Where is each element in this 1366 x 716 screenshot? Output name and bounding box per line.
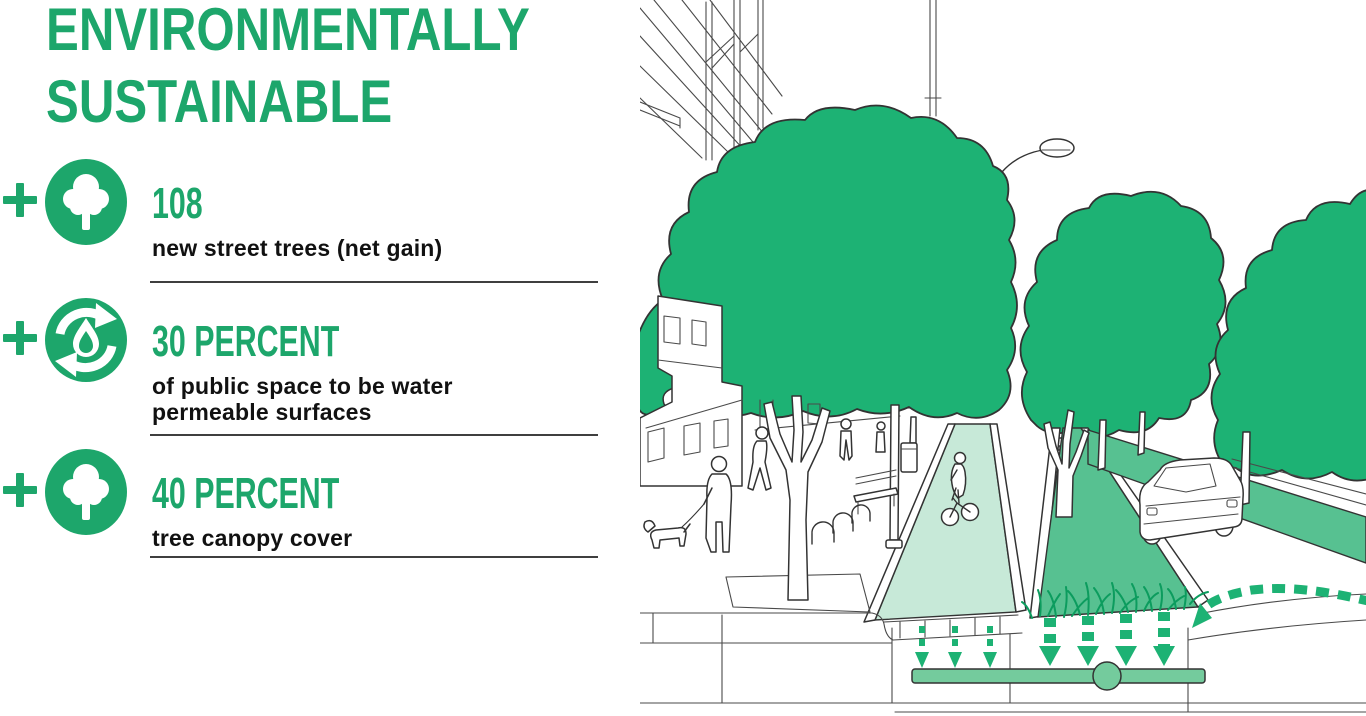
page-title-line2: SUSTAINABLE <box>46 68 393 135</box>
trash-bin <box>900 442 918 473</box>
plus-icon <box>3 473 37 507</box>
pedestrian-distant-1 <box>839 418 853 461</box>
stat-text: 30 PERCENT of public space to be water p… <box>152 296 552 425</box>
tree-canopy-group <box>640 104 1366 482</box>
bike-racks <box>811 504 871 545</box>
stat-permeable-surfaces: 30 PERCENT of public space to be water p… <box>2 296 552 425</box>
plus-icon <box>3 183 37 217</box>
pedestrians <box>643 418 886 553</box>
canopy-middle <box>1019 190 1227 438</box>
stat-text: 40 PERCENT tree canopy cover <box>152 448 552 551</box>
storage-pipe <box>911 661 1206 691</box>
page-title: ENVIRONMENTALLY SUSTAINABLE <box>46 0 530 138</box>
canopy-left <box>640 104 1018 419</box>
water-cycle-icon <box>45 298 127 382</box>
tree-icon <box>45 449 127 535</box>
stat-desc: new street trees (net gain) <box>152 234 443 261</box>
divider <box>150 281 598 283</box>
runoff-arrow <box>1192 584 1366 628</box>
plus-icon <box>3 321 37 355</box>
tree-icon <box>45 159 127 245</box>
divider <box>150 434 598 436</box>
page-title-line1: ENVIRONMENTALLY <box>46 0 530 63</box>
rain-garden-grass <box>1021 582 1209 619</box>
dog <box>649 526 687 549</box>
pedestrian-walking <box>747 426 772 491</box>
stat-street-trees: 108 new street trees (net gain) <box>2 158 552 261</box>
bench <box>853 469 899 515</box>
pedestrian-distant-2 <box>875 421 886 453</box>
stat-value: 108 <box>152 179 203 228</box>
stat-text: 108 new street trees (net gain) <box>152 158 552 261</box>
underground-section <box>640 593 1366 713</box>
canopy-right <box>1210 189 1366 482</box>
infiltration-arrows-bike-lane <box>915 626 997 668</box>
median-tree-trunk <box>1043 409 1090 518</box>
stat-value: 40 PERCENT <box>152 469 340 518</box>
left-building-wall <box>640 295 743 487</box>
divider <box>150 556 598 558</box>
mast-pole <box>924 0 942 117</box>
infiltration-arrows-rain-garden <box>1039 612 1175 666</box>
sidewalk-tree-trunk <box>763 395 831 601</box>
stat-desc: of public space to be water permeable su… <box>152 372 453 425</box>
tree-planter <box>725 573 871 613</box>
street-lamp <box>1001 138 1075 173</box>
cyclist <box>940 451 980 527</box>
stat-value: 30 PERCENT <box>152 317 340 366</box>
stat-tree-canopy: 40 PERCENT tree canopy cover <box>2 448 552 551</box>
building-facade <box>640 0 783 161</box>
car <box>1138 457 1244 545</box>
street-section-illustration <box>640 0 1366 713</box>
stat-desc: tree canopy cover <box>152 524 353 551</box>
pedestrian-dog-walker <box>643 455 733 553</box>
